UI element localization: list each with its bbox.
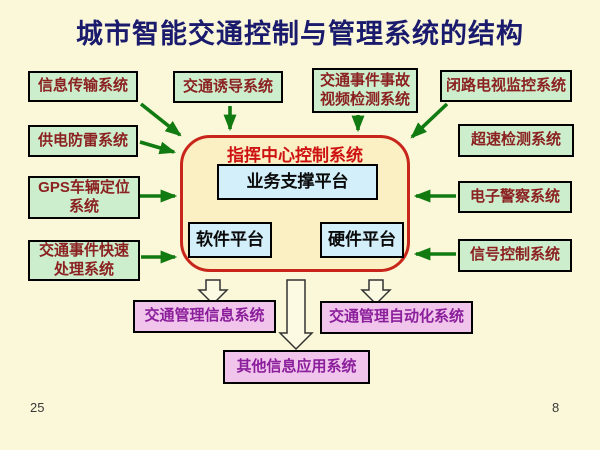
input-box-video-detection: 交通事件事故 视频检测系统 — [312, 68, 418, 113]
output-box-other-info-applications: 其他信息应用系统 — [223, 350, 370, 384]
block-arrow-to-other-systems — [278, 279, 314, 351]
input-box-overspeed-detection: 超速检测系统 — [458, 124, 574, 157]
input-box-cctv-monitoring: 闭路电视监控系统 — [440, 70, 572, 102]
arrow-from-power-lightning — [139, 140, 177, 155]
input-box-gps-positioning: GPS车辆定位 系统 — [28, 176, 140, 219]
input-box-power-lightning: 供电防雷系统 — [28, 125, 138, 157]
input-box-traffic-guidance: 交通诱导系统 — [173, 71, 283, 103]
block-arrow-to-info-system — [197, 279, 229, 306]
arrow-from-info-transmission — [139, 102, 182, 137]
output-box-management-automation-system: 交通管理自动化系统 — [320, 301, 473, 334]
input-box-incident-processing: 交通事件快速 处理系统 — [28, 240, 140, 281]
platform-box-hardware: 硬件平台 — [320, 222, 404, 258]
arrow-from-cctv — [410, 102, 449, 139]
page-number-left: 25 — [30, 400, 45, 415]
input-box-electronic-police: 电子警察系统 — [458, 181, 572, 213]
output-box-management-info-system: 交通管理信息系统 — [133, 300, 276, 333]
platform-box-business-support: 业务支撑平台 — [217, 164, 378, 200]
page-number-right: 8 — [552, 400, 560, 415]
slide-title: 城市智能交通控制与管理系统的结构 — [76, 19, 524, 49]
platform-box-software: 软件平台 — [188, 222, 272, 258]
input-box-info-transmission: 信息传输系统 — [28, 71, 138, 102]
block-arrow-to-automation-system — [360, 279, 392, 306]
input-box-signal-control: 信号控制系统 — [458, 239, 572, 272]
command-center-title: 指挥中心控制系统 — [227, 146, 363, 165]
